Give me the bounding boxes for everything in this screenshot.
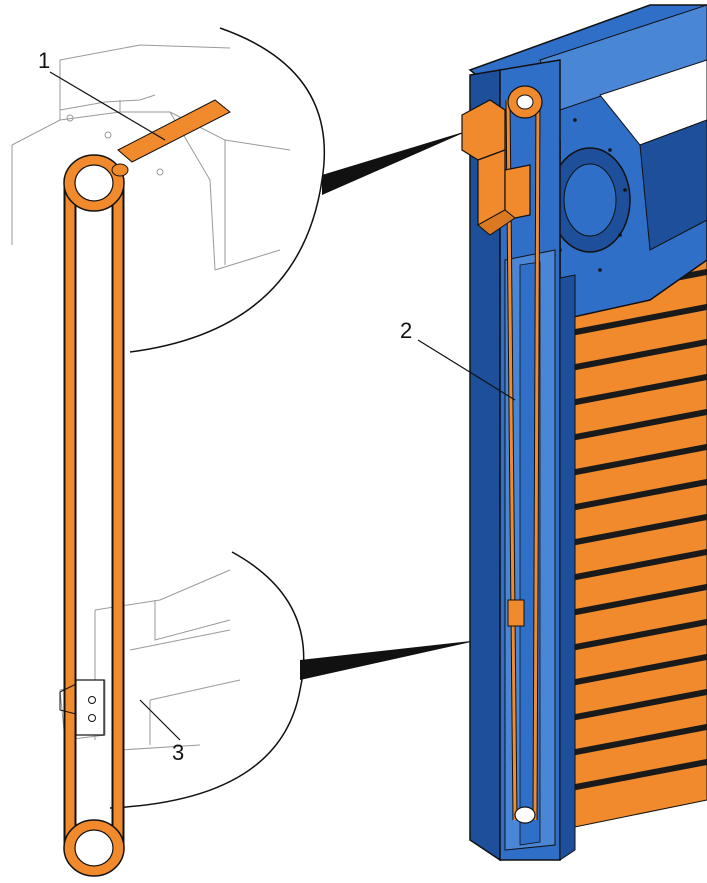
belt-clamp bbox=[59, 679, 105, 736]
connector-wedge-top bbox=[322, 130, 470, 195]
leader-3 bbox=[139, 699, 181, 741]
top-pulley bbox=[63, 154, 129, 212]
callout-2: 2 bbox=[400, 318, 412, 343]
door-curtain bbox=[559, 249, 707, 831]
callout-3: 3 bbox=[172, 740, 184, 765]
gear-motor bbox=[461, 99, 531, 236]
connector-wedge-bottom bbox=[300, 640, 480, 680]
belt-loop bbox=[59, 154, 129, 877]
leader-1 bbox=[49, 71, 166, 141]
leader-lines bbox=[49, 71, 516, 741]
leader-2 bbox=[417, 339, 516, 401]
drive-pulley bbox=[507, 85, 543, 119]
callout-1: 1 bbox=[38, 48, 50, 73]
door-assembly bbox=[461, 4, 707, 862]
bottom-pulley bbox=[63, 819, 125, 877]
detail-view-bottom bbox=[59, 551, 305, 809]
belt-strip-top bbox=[117, 99, 231, 163]
detail-view-top bbox=[11, 27, 326, 353]
